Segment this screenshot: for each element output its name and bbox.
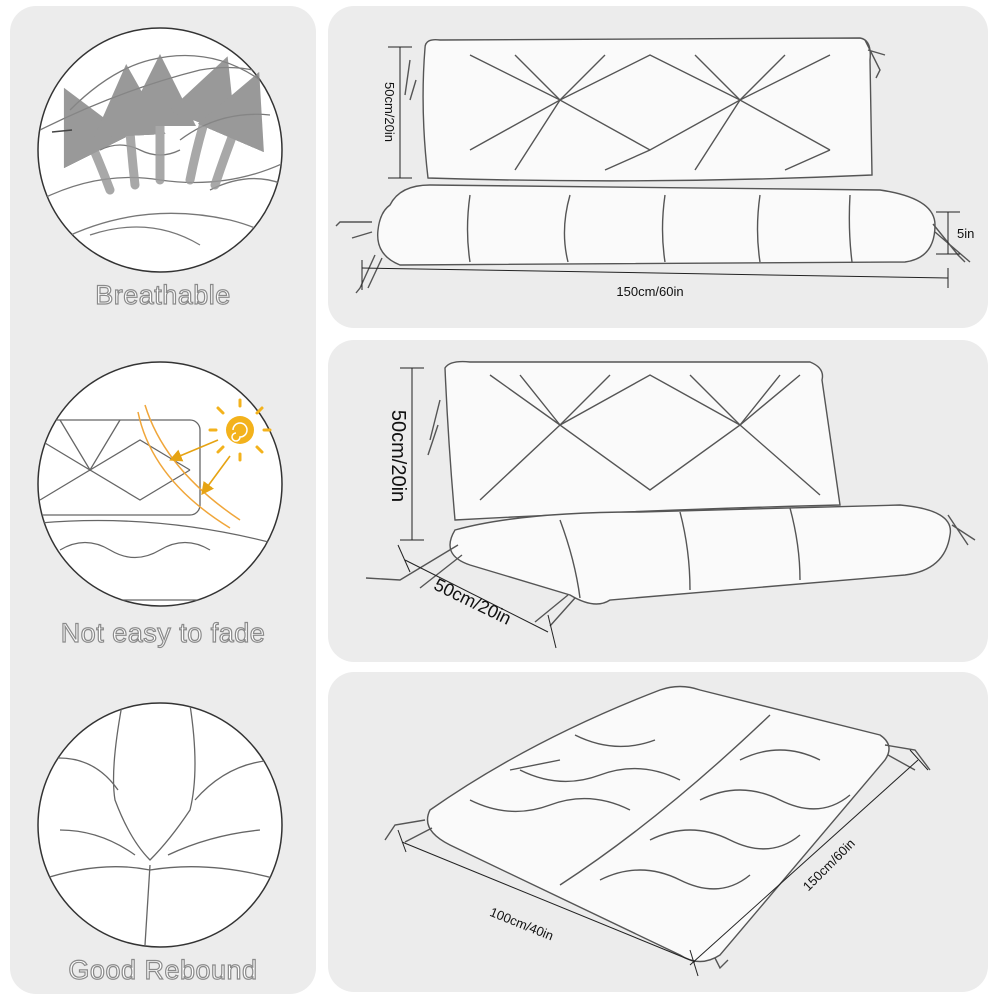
front-view-cushion <box>335 37 971 294</box>
flat-dimension-lines <box>397 749 929 977</box>
sun-icon <box>208 398 272 462</box>
front-width-label: 150cm/60in <box>616 284 683 299</box>
front-dimension-lines <box>361 46 960 290</box>
breathable-illustration <box>37 27 283 273</box>
rebound-illustration <box>37 702 283 948</box>
feature-label-breathable: Breathable <box>95 279 231 310</box>
fade-illustration <box>37 361 283 607</box>
angled-depth-label: 50cm/20in <box>431 574 514 628</box>
flat-width-label: 100cm/40in <box>488 904 556 943</box>
angled-view-cushion <box>365 360 976 627</box>
angled-dimension-lines <box>397 367 557 649</box>
front-thickness-label: 5in <box>957 226 974 241</box>
feature-label-rebound: Good Rebound <box>68 954 258 985</box>
front-height-label: 50cm/20in <box>382 82 397 142</box>
flat-view-cushion <box>384 685 931 970</box>
angled-height-label: 50cm/20in <box>387 410 409 502</box>
feature-label-fade: Not easy to fade <box>60 617 266 648</box>
